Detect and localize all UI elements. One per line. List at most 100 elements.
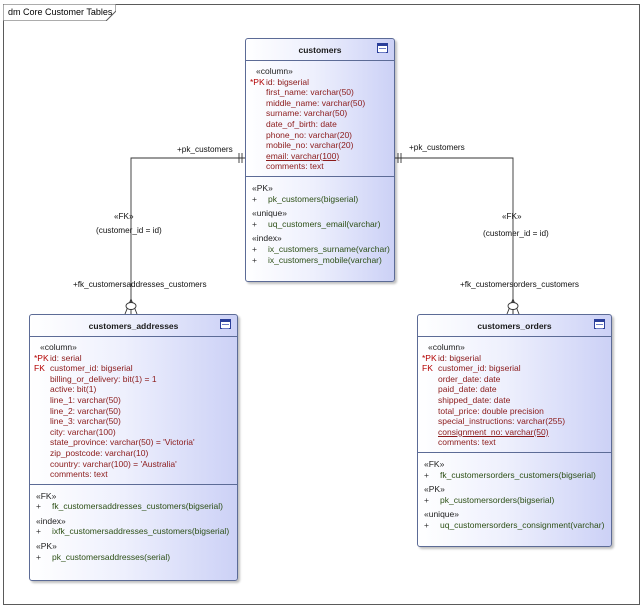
- column-row: comments: text: [422, 437, 605, 448]
- operation-visibility: +: [252, 255, 257, 266]
- column-row: order_date: date: [422, 374, 605, 385]
- operation-stereotype: «index»: [252, 233, 282, 244]
- operation-row[interactable]: + fk_customersorders_customers(bigserial): [422, 470, 605, 482]
- column-definition: surname: varchar(50): [266, 108, 348, 119]
- operation-name: fk_customersorders_customers(bigserial): [440, 469, 596, 480]
- operation-row[interactable]: + pk_customersaddresses(serial): [34, 552, 231, 564]
- connector-right-fk-role: +fk_customersorders_customers: [460, 280, 579, 289]
- operation-row[interactable]: + uq_customers_email(varchar): [250, 219, 388, 231]
- column-row: paid_date: date: [422, 384, 605, 395]
- operation-row[interactable]: +fk_customersaddresses_customers(bigseri…: [34, 501, 231, 513]
- operation-row[interactable]: + ix_customers_mobile(varchar): [250, 255, 388, 267]
- column-row: consignment_no: varchar(50): [422, 427, 605, 438]
- table-header: customers: [246, 39, 394, 61]
- column-definition: id: bigserial: [266, 76, 309, 87]
- connector-left-fk-stereo: «FK»: [114, 212, 134, 221]
- operations-section: «FK»+fk_customersaddresses_customers(big…: [30, 485, 237, 567]
- connector-left-fk-role: +fk_customersaddresses_customers: [73, 280, 207, 289]
- column-key-mark: FK: [422, 363, 433, 374]
- operation-name: uq_customers_email(varchar): [268, 218, 381, 229]
- operation-stereotype: «unique»: [424, 509, 459, 520]
- table-header: customers_orders: [418, 315, 611, 337]
- diagram-frame-tab: [3, 4, 116, 21]
- column-row: billing_or_delivery: bit(1) = 1: [34, 374, 231, 385]
- column-row: special_instructions: varchar(255): [422, 416, 605, 427]
- operation-stereotype: «FK»: [424, 458, 445, 469]
- table-name: customers_addresses: [88, 321, 179, 331]
- operation-visibility: +: [252, 193, 257, 204]
- column-row: FK customer_id: bigserial: [34, 363, 231, 374]
- column-stereotype: «column»: [256, 66, 293, 76]
- column-key-mark: *PK: [422, 352, 437, 363]
- table-icon: [594, 319, 605, 329]
- operation-row[interactable]: +uq_customersorders_consignment(varchar): [422, 520, 605, 532]
- operations-section: «PK»+pk_customers(bigserial)«unique»+uq_…: [246, 177, 394, 271]
- operation-name: pk_customersaddresses(serial): [52, 551, 171, 562]
- operation-row[interactable]: +pk_customers(bigserial): [250, 194, 388, 206]
- operation-visibility: +: [36, 551, 41, 562]
- operation-visibility: +: [36, 501, 41, 512]
- column-definition: line_1: varchar(50): [50, 394, 121, 405]
- operation-row[interactable]: +pk_customersorders(bigserial): [422, 495, 605, 507]
- column-definition: mobile_no: varchar(20): [266, 140, 354, 151]
- column-row: comments: text: [250, 161, 388, 172]
- column-definition: billing_or_delivery: bit(1) = 1: [50, 373, 157, 384]
- operation-name: ixfk_customersaddresses_customers(bigser…: [52, 526, 230, 537]
- operation-stereotype: «index»: [36, 515, 66, 526]
- operation-name: ix_customers_mobile(varchar): [268, 255, 382, 266]
- column-row: city: varchar(100): [34, 427, 231, 438]
- operation-visibility: +: [424, 469, 429, 480]
- column-definition: country: varchar(100) = 'Australia': [50, 458, 177, 469]
- column-definition: comments: text: [438, 437, 496, 448]
- table-name: customers_orders: [477, 321, 552, 331]
- column-definition: middle_name: varchar(50): [266, 97, 366, 108]
- operation-row[interactable]: +ix_customers_surname(varchar): [250, 244, 390, 256]
- connector-left-constraint: (customer_id = id): [96, 226, 162, 235]
- column-definition: city: varchar(100): [50, 426, 116, 437]
- operation-stereotype: «PK»: [252, 182, 273, 193]
- column-row: comments: text: [34, 469, 231, 480]
- column-definition: zip_postcode: varchar(10): [50, 447, 149, 458]
- column-row: line_3: varchar(50): [34, 416, 231, 427]
- column-definition: paid_date: date: [438, 384, 497, 395]
- connector-right-pk-role: +pk_customers: [409, 143, 465, 152]
- column-row: active: bit(1): [34, 384, 231, 395]
- diagram-title: dm Core Customer Tables: [8, 7, 113, 17]
- operation-row[interactable]: +ixfk_customersaddresses_customers(bigse…: [34, 526, 231, 538]
- table-header: customers_addresses: [30, 315, 237, 337]
- operation-stereotype: «unique»: [252, 208, 287, 219]
- column-definition: customer_id: bigserial: [50, 363, 133, 374]
- column-row: total_price: double precision: [422, 406, 605, 417]
- column-row: surname: varchar(50): [250, 108, 388, 119]
- column-key-mark: FK: [34, 363, 45, 374]
- connector-right-optional-circle: [507, 302, 519, 310]
- column-stereotype: «column»: [40, 342, 77, 352]
- column-definition: email: varchar(100): [266, 150, 340, 161]
- column-definition: comments: text: [50, 469, 108, 480]
- connector-left-pk-role: +pk_customers: [177, 145, 233, 154]
- operation-stereotype: «FK»: [36, 490, 57, 501]
- operation-visibility: +: [252, 218, 257, 229]
- connector-right-constraint: (customer_id = id): [483, 229, 549, 238]
- column-definition: date_of_birth: date: [266, 118, 337, 129]
- column-definition: special_instructions: varchar(255): [438, 416, 566, 427]
- column-row: zip_postcode: varchar(10): [34, 448, 231, 459]
- column-row: phone_no: varchar(20): [250, 130, 388, 141]
- column-row: middle_name: varchar(50): [250, 98, 388, 109]
- column-definition: total_price: double precision: [438, 405, 544, 416]
- connector-left-optional-circle: [125, 302, 137, 310]
- table-icon: [377, 43, 388, 53]
- column-row: date_of_birth: date: [250, 119, 388, 130]
- column-definition: comments: text: [266, 161, 324, 172]
- column-definition: id: bigserial: [438, 352, 481, 363]
- column-row: email: varchar(100): [250, 151, 388, 162]
